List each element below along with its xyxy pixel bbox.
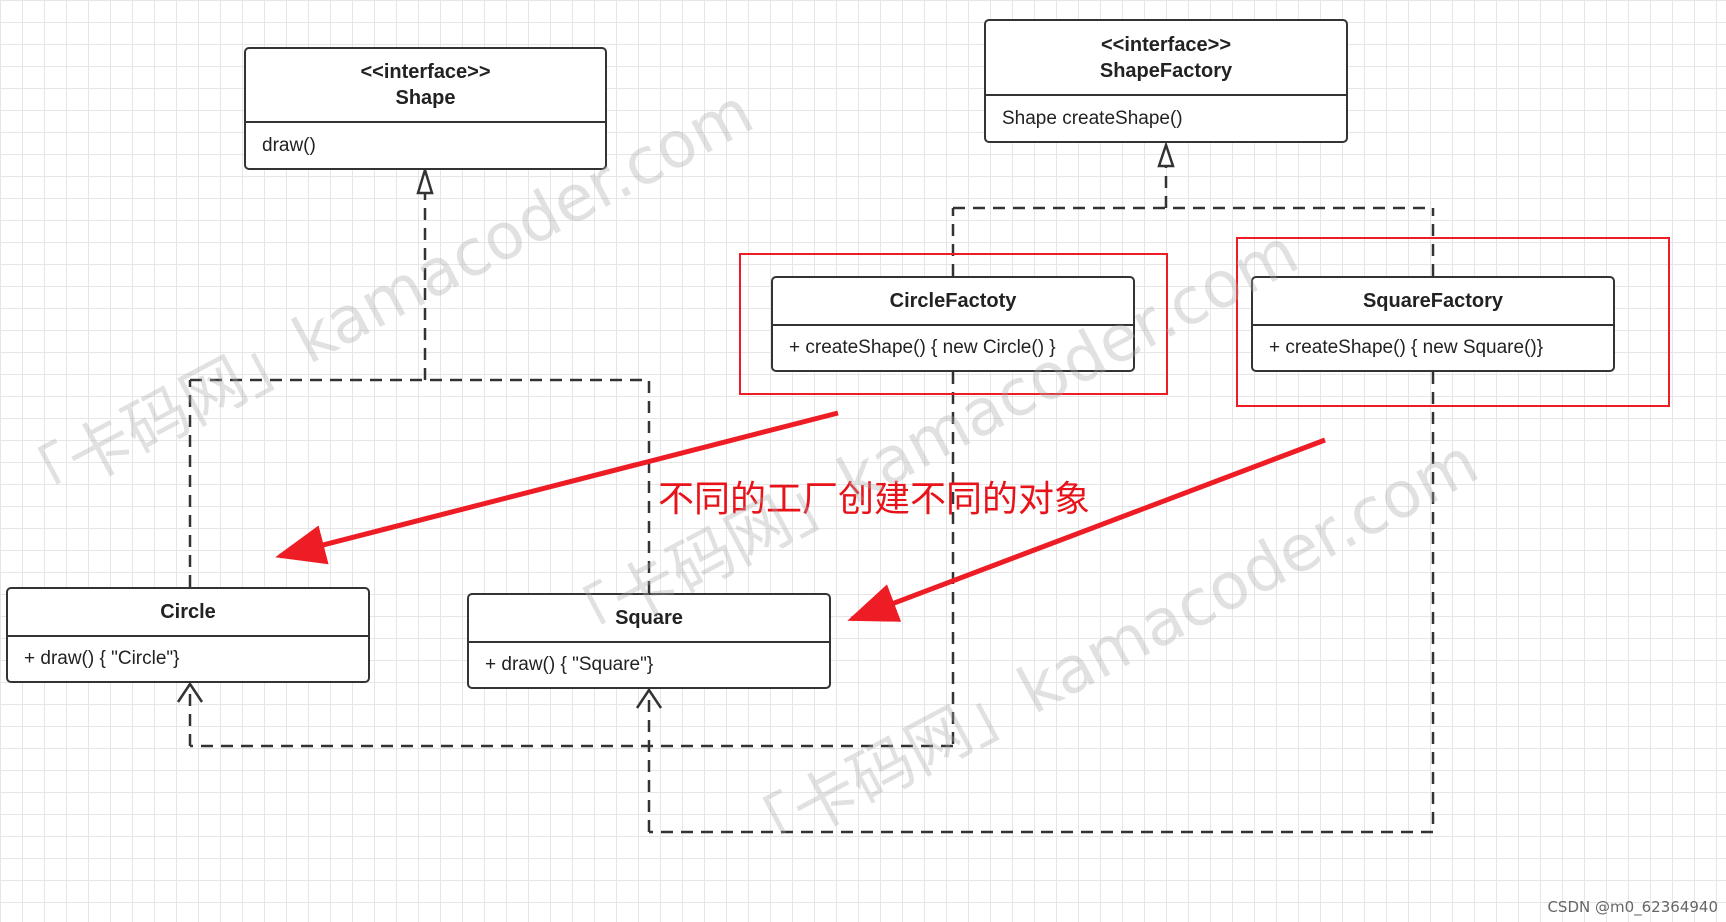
class-member: Shape createShape() [1002, 107, 1183, 129]
stereotype-label: <<interface>> [1100, 33, 1232, 56]
class-member: + draw() { "Square"} [485, 654, 654, 675]
stereotype-label: <<interface>> [360, 61, 491, 83]
circle-box[interactable]: Circle + draw() { "Circle"} [6, 587, 370, 683]
shape-interface-header: <<interface>> Shape [246, 49, 605, 123]
class-name: Square [469, 595, 829, 643]
class-member: + createShape() { new Square()} [1269, 337, 1544, 358]
class-name: SquareFactory [1253, 278, 1613, 326]
class-member: + draw() { "Circle"} [24, 648, 180, 669]
shape-interface-box[interactable]: <<interface>> Shape draw() [244, 47, 607, 170]
circlefactory-highlight [739, 253, 1168, 395]
squarefactory-highlight [1236, 237, 1670, 407]
class-name: Shape [395, 87, 456, 109]
red-arrow-to-circle [275, 410, 839, 565]
circlefactory-box[interactable]: CircleFactoty + createShape() { new Circ… [771, 276, 1135, 372]
shapefactory-realization-arrowhead [1157, 141, 1175, 168]
shapefactory-interface-box[interactable]: <<interface>> ShapeFactory Shape createS… [984, 19, 1348, 143]
class-member: + createShape() { new Circle() } [789, 337, 1056, 358]
squarefactory-box[interactable]: SquareFactory + createShape() { new Squa… [1251, 276, 1615, 372]
square-dependency-arrowhead [635, 687, 663, 709]
class-name: ShapeFactory [1099, 59, 1233, 82]
class-member: draw() [262, 134, 316, 156]
class-name: Circle [8, 589, 368, 637]
class-name: CircleFactoty [773, 278, 1133, 326]
shapefactory-interface-header: <<interface>> ShapeFactory [986, 21, 1346, 96]
shape-realization-arrowhead [416, 165, 434, 195]
annotation-text: 不同的工厂创建不同的对象 [658, 479, 1091, 520]
red-arrow-to-square [847, 437, 1326, 622]
square-box[interactable]: Square + draw() { "Square"} [467, 593, 831, 689]
credit-label: CSDN @m0_62364940 [1547, 898, 1718, 916]
circle-dependency-arrowhead [176, 681, 204, 703]
